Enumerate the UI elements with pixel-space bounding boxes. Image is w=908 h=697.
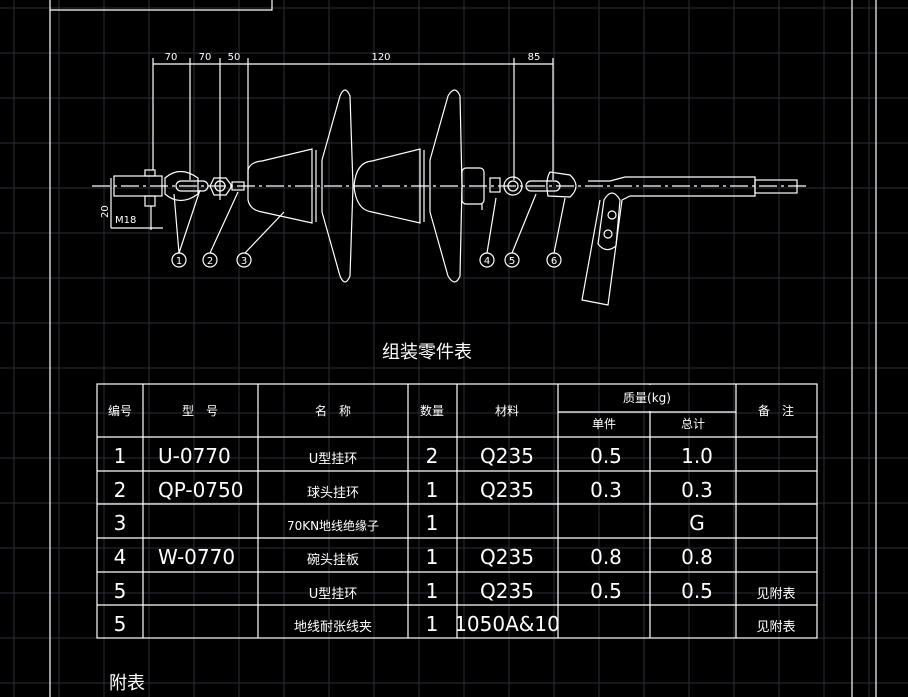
balloon-number: 2: [207, 256, 213, 267]
table-cell-name: 70KN地线绝缘子: [287, 518, 379, 533]
table-cell-material: 1050A&10: [454, 612, 560, 636]
table-header-remark: 备 注: [758, 403, 794, 418]
table-cell-total: 0.8: [681, 545, 713, 569]
table-cell-qty: 1: [426, 579, 439, 603]
table-cell-model: QP-0750: [158, 478, 243, 502]
balloon-circle: [171, 252, 187, 268]
balloon-number: 1: [176, 256, 182, 267]
table-cell-no: 2: [114, 478, 127, 502]
insulator-disc-1: [247, 89, 354, 283]
table-cell-unit: 0.8: [590, 545, 622, 569]
balloon-circle: [546, 252, 562, 268]
balloon-circle: [479, 252, 495, 268]
tension-clamp-part: [581, 176, 798, 306]
table-cell-material: Q235: [480, 579, 534, 603]
table-cell-qty: 1: [426, 511, 439, 535]
table-header-mass: 质量(kg): [623, 391, 671, 405]
table-cell-name: 地线耐张线夹: [294, 620, 372, 635]
table-header-material: 材料: [495, 404, 519, 418]
table-cell-no: 3: [114, 511, 127, 535]
table-header-unit: 单件: [592, 417, 616, 431]
dimension-label: 50: [228, 52, 241, 63]
thread-label: M18: [115, 215, 136, 226]
side-dimension-label: 20: [100, 205, 111, 218]
socket-clevis-part: [461, 167, 523, 210]
balloon-number: 5: [509, 256, 515, 267]
u-shackle-part: [113, 169, 209, 230]
table-cell-total: G: [689, 511, 705, 535]
table-cell-no: 4: [114, 545, 127, 569]
table-cell-qty: 1: [426, 478, 439, 502]
table-cell-remark: 见附表: [756, 587, 795, 602]
table-header-model: 型 号: [182, 404, 218, 418]
table-cell-unit: 0.5: [590, 444, 622, 468]
balloon-number: 4: [484, 256, 490, 267]
table-cell-total: 1.0: [681, 444, 713, 468]
leader-lines: [173, 189, 566, 254]
dimension-label: 85: [528, 52, 541, 63]
table-cell-material: Q235: [480, 545, 534, 569]
dimension-label: 70: [165, 52, 178, 63]
u-shackle-part-2: [525, 171, 577, 198]
table-cell-no: 5: [114, 579, 127, 603]
table-cell-no: 1: [114, 444, 127, 468]
balloon-number: 6: [551, 256, 557, 267]
balloon-circle: [202, 252, 218, 268]
dimension-label: 70: [199, 52, 212, 63]
table-cell-name: 碗头挂板: [307, 552, 359, 568]
table-cell-model: U-0770: [158, 444, 231, 468]
table-cell-material: Q235: [480, 444, 534, 468]
dimension-lines: [110, 58, 554, 229]
table-header-qty: 数量: [420, 403, 444, 418]
table-cell-unit: 0.5: [590, 579, 622, 603]
dimension-label: 120: [371, 52, 390, 63]
balloon-number: 3: [241, 256, 247, 267]
table-cell-qty: 1: [426, 612, 439, 636]
table-cell-model: W-0770: [158, 545, 235, 569]
insulator-string-assembly: 70 70 50 120 85 20 M18 1 2 3 4 5 6: [92, 52, 808, 306]
table-cell-total: 0.5: [681, 579, 713, 603]
table-cell-no: 5: [114, 612, 127, 636]
table-title: 组装零件表: [382, 342, 472, 363]
table-header-name: 名 称: [315, 403, 351, 418]
table-cell-total: 0.3: [681, 478, 713, 502]
balloon-circle: [504, 252, 520, 268]
table-cell-name: U型挂环: [309, 587, 358, 602]
table-header-total: 总计: [681, 417, 705, 431]
appendix-label: 附表: [109, 673, 145, 694]
table-cell-qty: 1: [426, 545, 439, 569]
table-header-no: 编号: [108, 403, 132, 418]
table-cell-name: 球头挂环: [307, 486, 359, 501]
drawing-frame: [49, 0, 877, 697]
table-cell-remark: 见附表: [756, 620, 795, 635]
table-cell-qty: 2: [426, 444, 439, 468]
balloon-circle: [236, 252, 252, 268]
table-cell-unit: 0.3: [590, 478, 622, 502]
table-cell-material: Q235: [480, 478, 534, 502]
table-cell-name: U型挂环: [309, 452, 358, 467]
